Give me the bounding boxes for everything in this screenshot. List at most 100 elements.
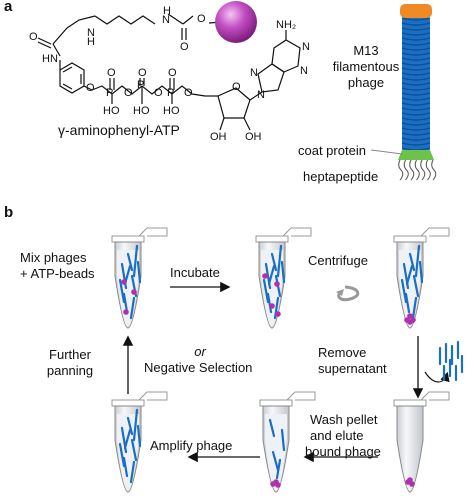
tube-cap [420,391,450,401]
coat-segment [401,82,431,86]
phage-rod [280,260,286,284]
phage-label-line-1: M13 [353,43,379,58]
ribose-oh-3 [219,117,225,131]
tube-cap [420,227,450,237]
heptapeptide-strand [398,159,404,181]
phage-rod [271,450,280,472]
tube-cap [282,227,312,237]
step-wash-line-1: Wash pellet [310,412,378,427]
coat-protein-cluster [398,150,434,160]
phage-coat-texture [401,17,431,151]
phage-rod [404,292,411,314]
atp-molecule-structure [37,13,301,131]
coat-segment [401,47,431,51]
coat-segment [401,102,431,106]
tube-cap [286,391,316,401]
atp-bead [121,279,127,285]
coat-segment [401,67,431,71]
phage-rod [136,424,142,448]
centrifuge-rotation-icon [337,285,360,302]
phage-tip [400,4,432,18]
heptapeptide-strand [425,159,431,181]
carbamate-bond-1 [167,13,184,25]
step-incubate: Incubate [170,265,220,280]
atom-p2: P [137,79,145,91]
phage-rod [412,274,420,298]
atom-nh-chain-n: N [87,27,95,39]
phage-rod [118,278,126,304]
carbamate-bond-2 [182,15,194,25]
atom-p1: P [106,87,114,99]
atp-bead [273,479,279,485]
step-further-line-2: panning [46,363,94,378]
step-or: or [194,344,206,359]
coat-segment [401,122,431,126]
coat-segment [401,52,431,56]
atp-bead [123,309,129,315]
atom-o-sugar: O [232,81,241,93]
atom-oh-1: OH [245,131,262,143]
tube-mix [111,227,168,329]
phage-rod [405,264,414,286]
atom-nh2: NH₂ [276,19,297,31]
bead [215,1,257,43]
atp-bead [269,303,275,309]
atom-n7: N [250,67,258,79]
chain-bond [52,27,68,45]
atom-ho-3: HO [163,105,180,117]
phage-label-line-2: filamentous [332,59,400,74]
coat-protein-label: coat protein [298,143,366,158]
atp-bead [274,281,280,287]
atom-o-right: O [197,13,206,25]
pyrimidine-ring [271,39,301,73]
coat-segment [401,72,431,76]
atom-o-p3-top: O [168,67,177,79]
tube-body [396,405,424,493]
phage-rod [126,252,134,272]
atom-h-top: H [163,5,171,17]
phenyl-double-1 [62,66,73,73]
atom-o-bridge-1: O [124,87,133,99]
phage-rod [122,456,129,478]
phage-rod [418,260,424,284]
step-remove-line-2: supernatant [318,361,387,376]
atom-n-amide-h: H [42,53,50,65]
coat-segment [401,17,431,21]
coat-segment [401,142,431,146]
panel-label-a: a [4,0,13,15]
step-amplify: Amplify phage [150,438,233,453]
tube-eluted [259,391,316,493]
amide-co [37,37,52,45]
tube-centrifuged [393,227,450,329]
heptapeptide-strand [414,159,420,181]
atom-n1: N [302,41,310,53]
glycosidic-bond [249,91,263,101]
step-remove-line-1: Remove [318,345,367,360]
centrifuge-arrowhead [336,289,344,296]
coat-segment [401,137,431,141]
coat-segment [401,97,431,101]
heptapeptide-strand [403,159,409,181]
step-centrifuge: Centrifuge [308,253,368,268]
atom-nh-chain-h: H [87,36,95,48]
atp-bead [131,289,137,295]
atom-n3: N [300,65,308,77]
linker-to-amide [66,15,96,29]
phage-rod [414,244,421,278]
coat-segment [401,37,431,41]
phage-rod [129,460,136,484]
coat-segment [401,27,431,31]
phage-rod [132,408,139,442]
coat-segment [401,92,431,96]
m13-phage-illustration [398,4,437,181]
tube-rim [255,235,289,243]
tube-amplified [111,391,168,493]
step-mix-line-1: Mix phages [20,250,87,265]
phage-rod [408,252,416,272]
tube-rim [393,399,427,407]
tube-incubate [255,227,312,329]
phage-rod [270,252,278,272]
phage-rod [275,458,282,480]
coat-segment [401,57,431,61]
